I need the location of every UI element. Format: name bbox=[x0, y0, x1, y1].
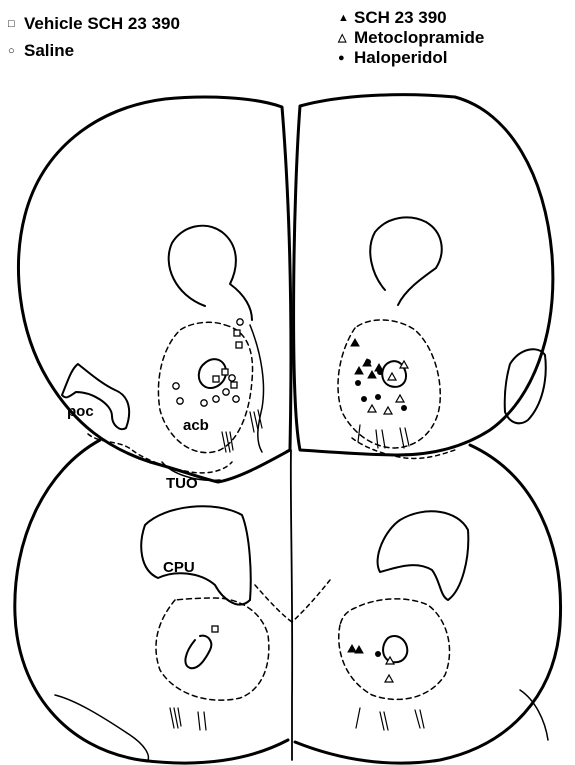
markers-haloperidol bbox=[355, 359, 407, 657]
lower-right-hemisphere bbox=[295, 445, 561, 763]
markers-sch bbox=[348, 339, 383, 653]
cross-dash-left bbox=[255, 585, 292, 622]
upper-right-ventricle bbox=[370, 217, 441, 305]
upper-right-hemisphere bbox=[294, 95, 553, 455]
upper-left-ventricle bbox=[169, 226, 252, 320]
label-cpu: CPU bbox=[163, 559, 195, 576]
lower-right-cpu-outline bbox=[378, 511, 469, 600]
lower-left-commissure bbox=[185, 636, 211, 669]
label-poc: poc bbox=[67, 403, 94, 420]
upper-right-acb-boundary bbox=[338, 320, 440, 448]
lower-left-acb-boundary bbox=[156, 598, 269, 700]
label-tuo: TUO bbox=[166, 475, 198, 492]
lower-right-commissure bbox=[383, 636, 407, 662]
upper-left-striatum-edge bbox=[250, 325, 264, 452]
markers-saline bbox=[173, 319, 243, 406]
upper-left-hemisphere bbox=[19, 97, 292, 482]
upper-left-lower-boundary bbox=[88, 434, 232, 473]
label-acb: acb bbox=[183, 417, 209, 434]
midline bbox=[291, 450, 292, 760]
lower-left-cpu-outline bbox=[141, 506, 250, 604]
lower-right-acb-boundary bbox=[339, 599, 450, 700]
cross-dash-right bbox=[292, 580, 330, 622]
